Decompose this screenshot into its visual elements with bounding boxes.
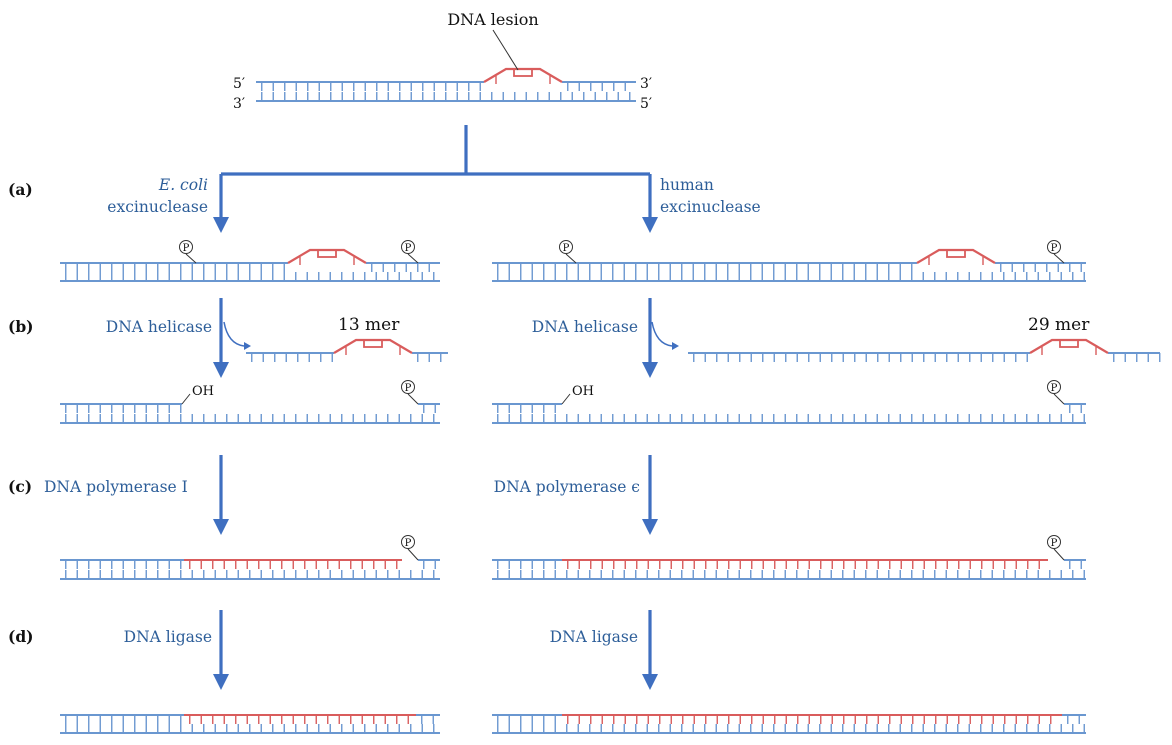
phosphate-marker: P	[179, 240, 193, 254]
svg-text:P: P	[1051, 383, 1058, 394]
ecoli-helicase-label: DNA helicase	[106, 318, 212, 336]
nick-mark	[1053, 393, 1065, 405]
dna-strand	[60, 262, 440, 272]
nick-mark	[407, 548, 419, 561]
dna-strand	[184, 714, 416, 724]
arrow-layer	[213, 125, 679, 690]
dna-lesion	[916, 248, 996, 265]
dna-strand	[562, 714, 1062, 724]
phosphate-marker: P	[401, 535, 415, 549]
hydroxyl-label: OH	[192, 384, 214, 399]
step-b-label: (b)	[8, 317, 34, 336]
ecoli-polymerase-label: DNA polymerase I	[44, 478, 188, 496]
dna-lesion	[1029, 338, 1109, 355]
svg-text:P: P	[1051, 538, 1058, 549]
arrow-human-excinuclease	[642, 174, 658, 233]
phosphate-marker: P	[1047, 240, 1061, 254]
strand-end-3prime-right: 3′	[640, 76, 652, 92]
step-c-label: (c)	[8, 477, 32, 496]
dna-strand	[562, 559, 1048, 569]
dna-strand	[184, 559, 402, 569]
dna-strand	[60, 559, 184, 569]
dna-strand	[1064, 559, 1086, 569]
title-label: DNA lesion	[447, 10, 538, 29]
human-excinuclease-label: excinuclease	[660, 198, 761, 216]
strand-end-5prime-right: 5′	[640, 96, 652, 112]
lesion-pointer	[492, 29, 519, 71]
ecoli-excinuclease-label: excinuclease	[107, 198, 208, 216]
dna-strand	[688, 352, 1161, 362]
nick-mark	[1053, 253, 1065, 264]
dna-strand	[60, 714, 184, 724]
dna-strand	[60, 724, 440, 734]
phosphate-marker: P	[401, 380, 415, 394]
human-fragment-label: 29 mer	[1028, 315, 1090, 335]
dna-strand	[246, 352, 448, 362]
dna-strand	[492, 403, 562, 413]
dna-strand	[492, 272, 1086, 282]
phosphate-marker: P	[401, 240, 415, 254]
nick-mark	[407, 393, 419, 405]
dna-strand	[60, 414, 440, 424]
svg-text:P: P	[1051, 243, 1058, 254]
svg-text:P: P	[563, 243, 570, 254]
dna-strand	[60, 570, 440, 580]
dna-strand	[492, 414, 1086, 424]
svg-text:P: P	[405, 383, 412, 394]
strand-end-5prime-left: 5′	[233, 76, 245, 92]
arrow-ecoli-ligase	[213, 610, 229, 690]
dna-strand	[256, 92, 636, 102]
dna-strand	[492, 262, 1086, 272]
dna-strand	[418, 559, 440, 569]
dna-layer	[60, 29, 1161, 734]
dna-lesion	[483, 67, 563, 84]
dna-lesion	[333, 338, 413, 355]
dna-lesion	[287, 248, 367, 265]
phosphate-marker: P	[1047, 380, 1061, 394]
dna-strand	[492, 714, 562, 724]
step-d-label: (d)	[8, 627, 34, 646]
svg-text:P: P	[405, 243, 412, 254]
dna-strand	[492, 570, 1086, 580]
arrow-human-helicase	[642, 298, 658, 378]
nick-mark	[565, 253, 577, 264]
human-ligase-label: DNA ligase	[550, 628, 638, 646]
svg-text:P: P	[405, 538, 412, 549]
curved-arrow	[651, 321, 679, 350]
phosphate-marker: P	[1047, 535, 1061, 549]
curved-arrow	[223, 321, 251, 350]
oh-end	[561, 393, 571, 405]
hydroxyl-label: OH	[572, 384, 594, 399]
step-a-label: (a)	[8, 180, 33, 199]
phosphate-marker: P	[559, 240, 573, 254]
ecoli-fragment-label: 13 mer	[338, 315, 400, 335]
oh-end	[181, 393, 191, 405]
dna-strand	[492, 559, 562, 569]
arrow-ecoli-helicase	[213, 298, 229, 378]
dna-strand	[1062, 714, 1086, 724]
dna-strand	[416, 714, 440, 724]
nick-mark	[407, 253, 419, 264]
arrow-ecoli-excinuclease	[213, 174, 229, 233]
nick-mark	[185, 253, 197, 264]
arrow-human-polymerase	[642, 455, 658, 535]
dna-strand	[256, 81, 636, 91]
dna-strand	[492, 724, 1086, 734]
arrow-ecoli-polymerase	[213, 455, 229, 535]
ecoli-ligase-label: DNA ligase	[124, 628, 212, 646]
arrow-human-ligase	[642, 610, 658, 690]
dna-strand	[418, 403, 440, 413]
nick-mark	[1053, 548, 1065, 561]
human-polymerase-label: DNA polymerase ϵ	[494, 478, 640, 496]
dna-strand	[1064, 403, 1086, 413]
strand-end-3prime-left: 3′	[233, 96, 245, 112]
human-helicase-label: DNA helicase	[532, 318, 638, 336]
human-organism-label: human	[660, 176, 714, 194]
svg-text:P: P	[183, 243, 190, 254]
dna-strand	[60, 272, 440, 282]
dna-strand	[60, 403, 182, 413]
ecoli-organism-label: E. coli	[158, 176, 208, 194]
